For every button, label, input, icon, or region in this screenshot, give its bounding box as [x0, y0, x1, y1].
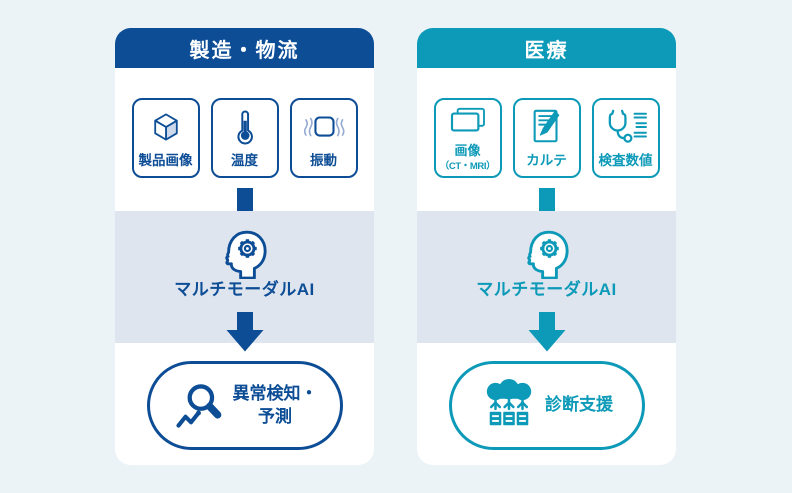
input-box-vibration: 振動	[289, 98, 358, 178]
input-label: 温度	[231, 153, 258, 169]
panel-header: 医療	[417, 28, 676, 68]
ai-band: マルチモーダルAI	[417, 211, 676, 352]
medical-images-icon	[446, 100, 490, 144]
input-label: 画像	[454, 142, 481, 158]
output-pill-anomaly-detection: 異常検知・ 予測	[146, 361, 343, 450]
ai-label: マルチモーダルAI	[476, 280, 617, 299]
input-row: 製品画像 温度	[115, 98, 374, 178]
input-box-temperature: 温度	[210, 98, 279, 178]
head-gear-icon	[519, 219, 575, 279]
panel-medical: 医療 画像 （CT・MRI）	[417, 28, 676, 465]
input-sublabel: （CT・MRI）	[439, 161, 496, 172]
input-box-medical-images: 画像 （CT・MRI）	[433, 98, 502, 178]
ai-band: マルチモーダルAI	[115, 211, 374, 352]
output-line: 診断支援	[545, 395, 613, 415]
down-arrow-icon	[225, 312, 265, 352]
output-label: 異常検知・ 予測	[233, 383, 318, 429]
cube-icon	[148, 100, 184, 154]
connector-bar	[538, 188, 555, 211]
input-label: 検査数値	[598, 153, 653, 169]
output-line: 異常検知・	[232, 383, 318, 403]
magnifier-trend-icon	[172, 379, 226, 433]
document-pencil-icon	[528, 100, 566, 154]
output-line: 予測	[258, 406, 292, 426]
thermometer-icon	[227, 100, 263, 154]
panel-header: 製造・物流	[115, 28, 374, 68]
input-row: 画像 （CT・MRI） カルテ	[417, 98, 676, 178]
connector-bar	[236, 188, 253, 211]
panel-title: 製造・物流	[189, 39, 300, 62]
ai-label: マルチモーダルAI	[174, 280, 315, 299]
panel-manufacturing-logistics: 製造・物流 製品画像	[115, 28, 374, 465]
panel-title: 医療	[524, 39, 569, 62]
input-label: 製品画像	[138, 153, 193, 169]
output-label: 診断支援	[545, 394, 613, 417]
output-pill-diagnosis-support: 診断支援	[448, 361, 645, 450]
brain-documents-icon	[480, 378, 538, 433]
input-box-medical-record: カルテ	[512, 98, 581, 178]
input-label: 振動	[310, 153, 337, 169]
input-label: カルテ	[526, 153, 567, 169]
stethoscope-icon	[603, 100, 649, 154]
input-box-test-values: 検査数値	[591, 98, 660, 178]
down-arrow-icon	[527, 312, 567, 352]
vibration-icon	[300, 100, 348, 154]
head-gear-icon	[217, 219, 273, 279]
input-box-product-image: 製品画像	[131, 98, 200, 178]
